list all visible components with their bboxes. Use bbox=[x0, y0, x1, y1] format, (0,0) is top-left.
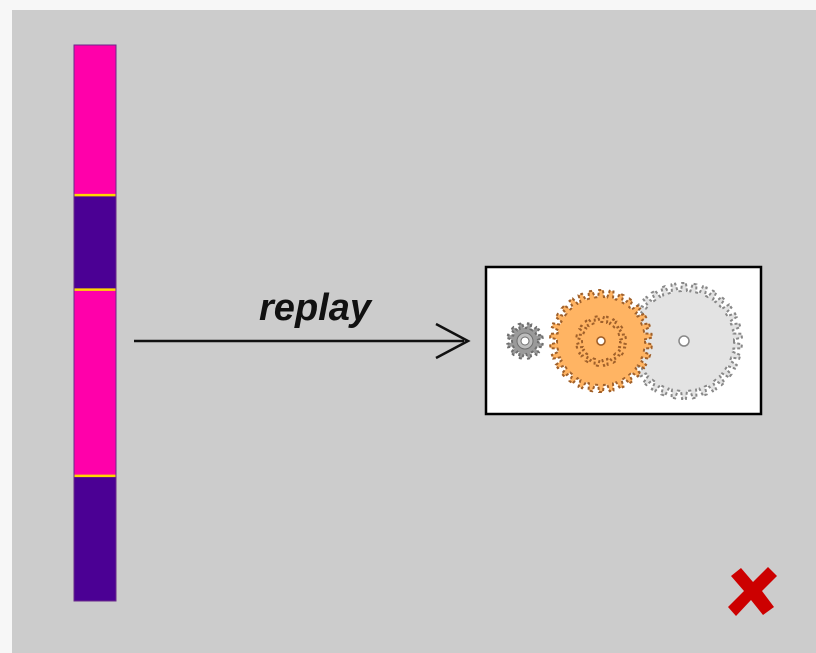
gear-large bbox=[625, 282, 743, 400]
replay-arrow bbox=[134, 322, 471, 360]
gear-large-axle bbox=[678, 335, 690, 347]
gear-small bbox=[506, 322, 544, 360]
gear-orange-inner bbox=[575, 315, 627, 367]
gear-orange bbox=[549, 289, 653, 393]
diagram-svg: replay bbox=[73, 44, 777, 616]
gear-small-axle-inner bbox=[520, 336, 530, 346]
strip-segment-magenta bbox=[74, 45, 116, 196]
gear-orange-hub bbox=[596, 336, 606, 346]
strip-segment-indigo bbox=[74, 475, 116, 601]
diagram-canvas: replay bbox=[12, 10, 816, 653]
gears-icon bbox=[506, 282, 743, 400]
arrow-head bbox=[435, 322, 471, 360]
machine-box bbox=[484, 265, 763, 416]
strip-segment-magenta bbox=[74, 289, 116, 476]
replay-label: replay bbox=[259, 287, 373, 329]
strip-segment-indigo bbox=[74, 195, 116, 290]
timeline-strip bbox=[73, 44, 117, 602]
strip-outline bbox=[73, 44, 117, 602]
cross-icon bbox=[728, 567, 777, 616]
